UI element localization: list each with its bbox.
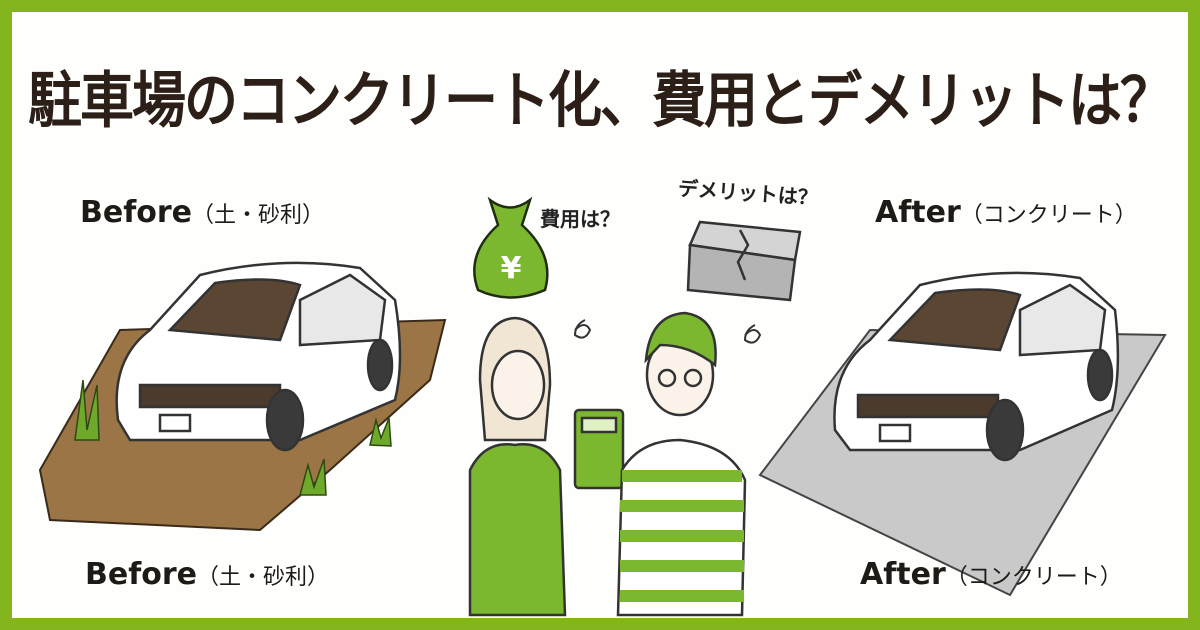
cracked-concrete-icon	[686, 220, 802, 302]
before-label-top: Before（土・砂利）	[80, 195, 324, 230]
cost-question: 費用は？	[540, 207, 620, 231]
before-sub: （土・砂利）	[197, 565, 330, 590]
before-label-bottom: Before（土・砂利）	[85, 557, 329, 592]
after-main: After	[860, 557, 946, 592]
after-label-top: After（コンクリート）	[875, 195, 1137, 230]
after-label-bottom: After（コンクリート）	[860, 557, 1122, 592]
woman-figure	[468, 316, 625, 617]
money-bag-icon	[473, 196, 549, 299]
grass-icon	[74, 379, 392, 496]
after-sub: （コンクリート）	[960, 203, 1137, 228]
car-before	[115, 261, 402, 452]
before-main: Before	[80, 195, 193, 230]
after-sub: （コンクリート）	[945, 565, 1122, 590]
before-main: Before	[85, 557, 198, 592]
page-title: 駐車場のコンクリート化、費用とデメリットは？	[28, 64, 1174, 136]
yen-symbol: ¥	[501, 251, 522, 286]
after-main: After	[875, 195, 961, 230]
before-sub: （土・砂利）	[192, 203, 325, 228]
car-after	[833, 271, 1120, 462]
man-figure	[616, 311, 747, 617]
confusion-swirl-icon	[573, 319, 762, 344]
